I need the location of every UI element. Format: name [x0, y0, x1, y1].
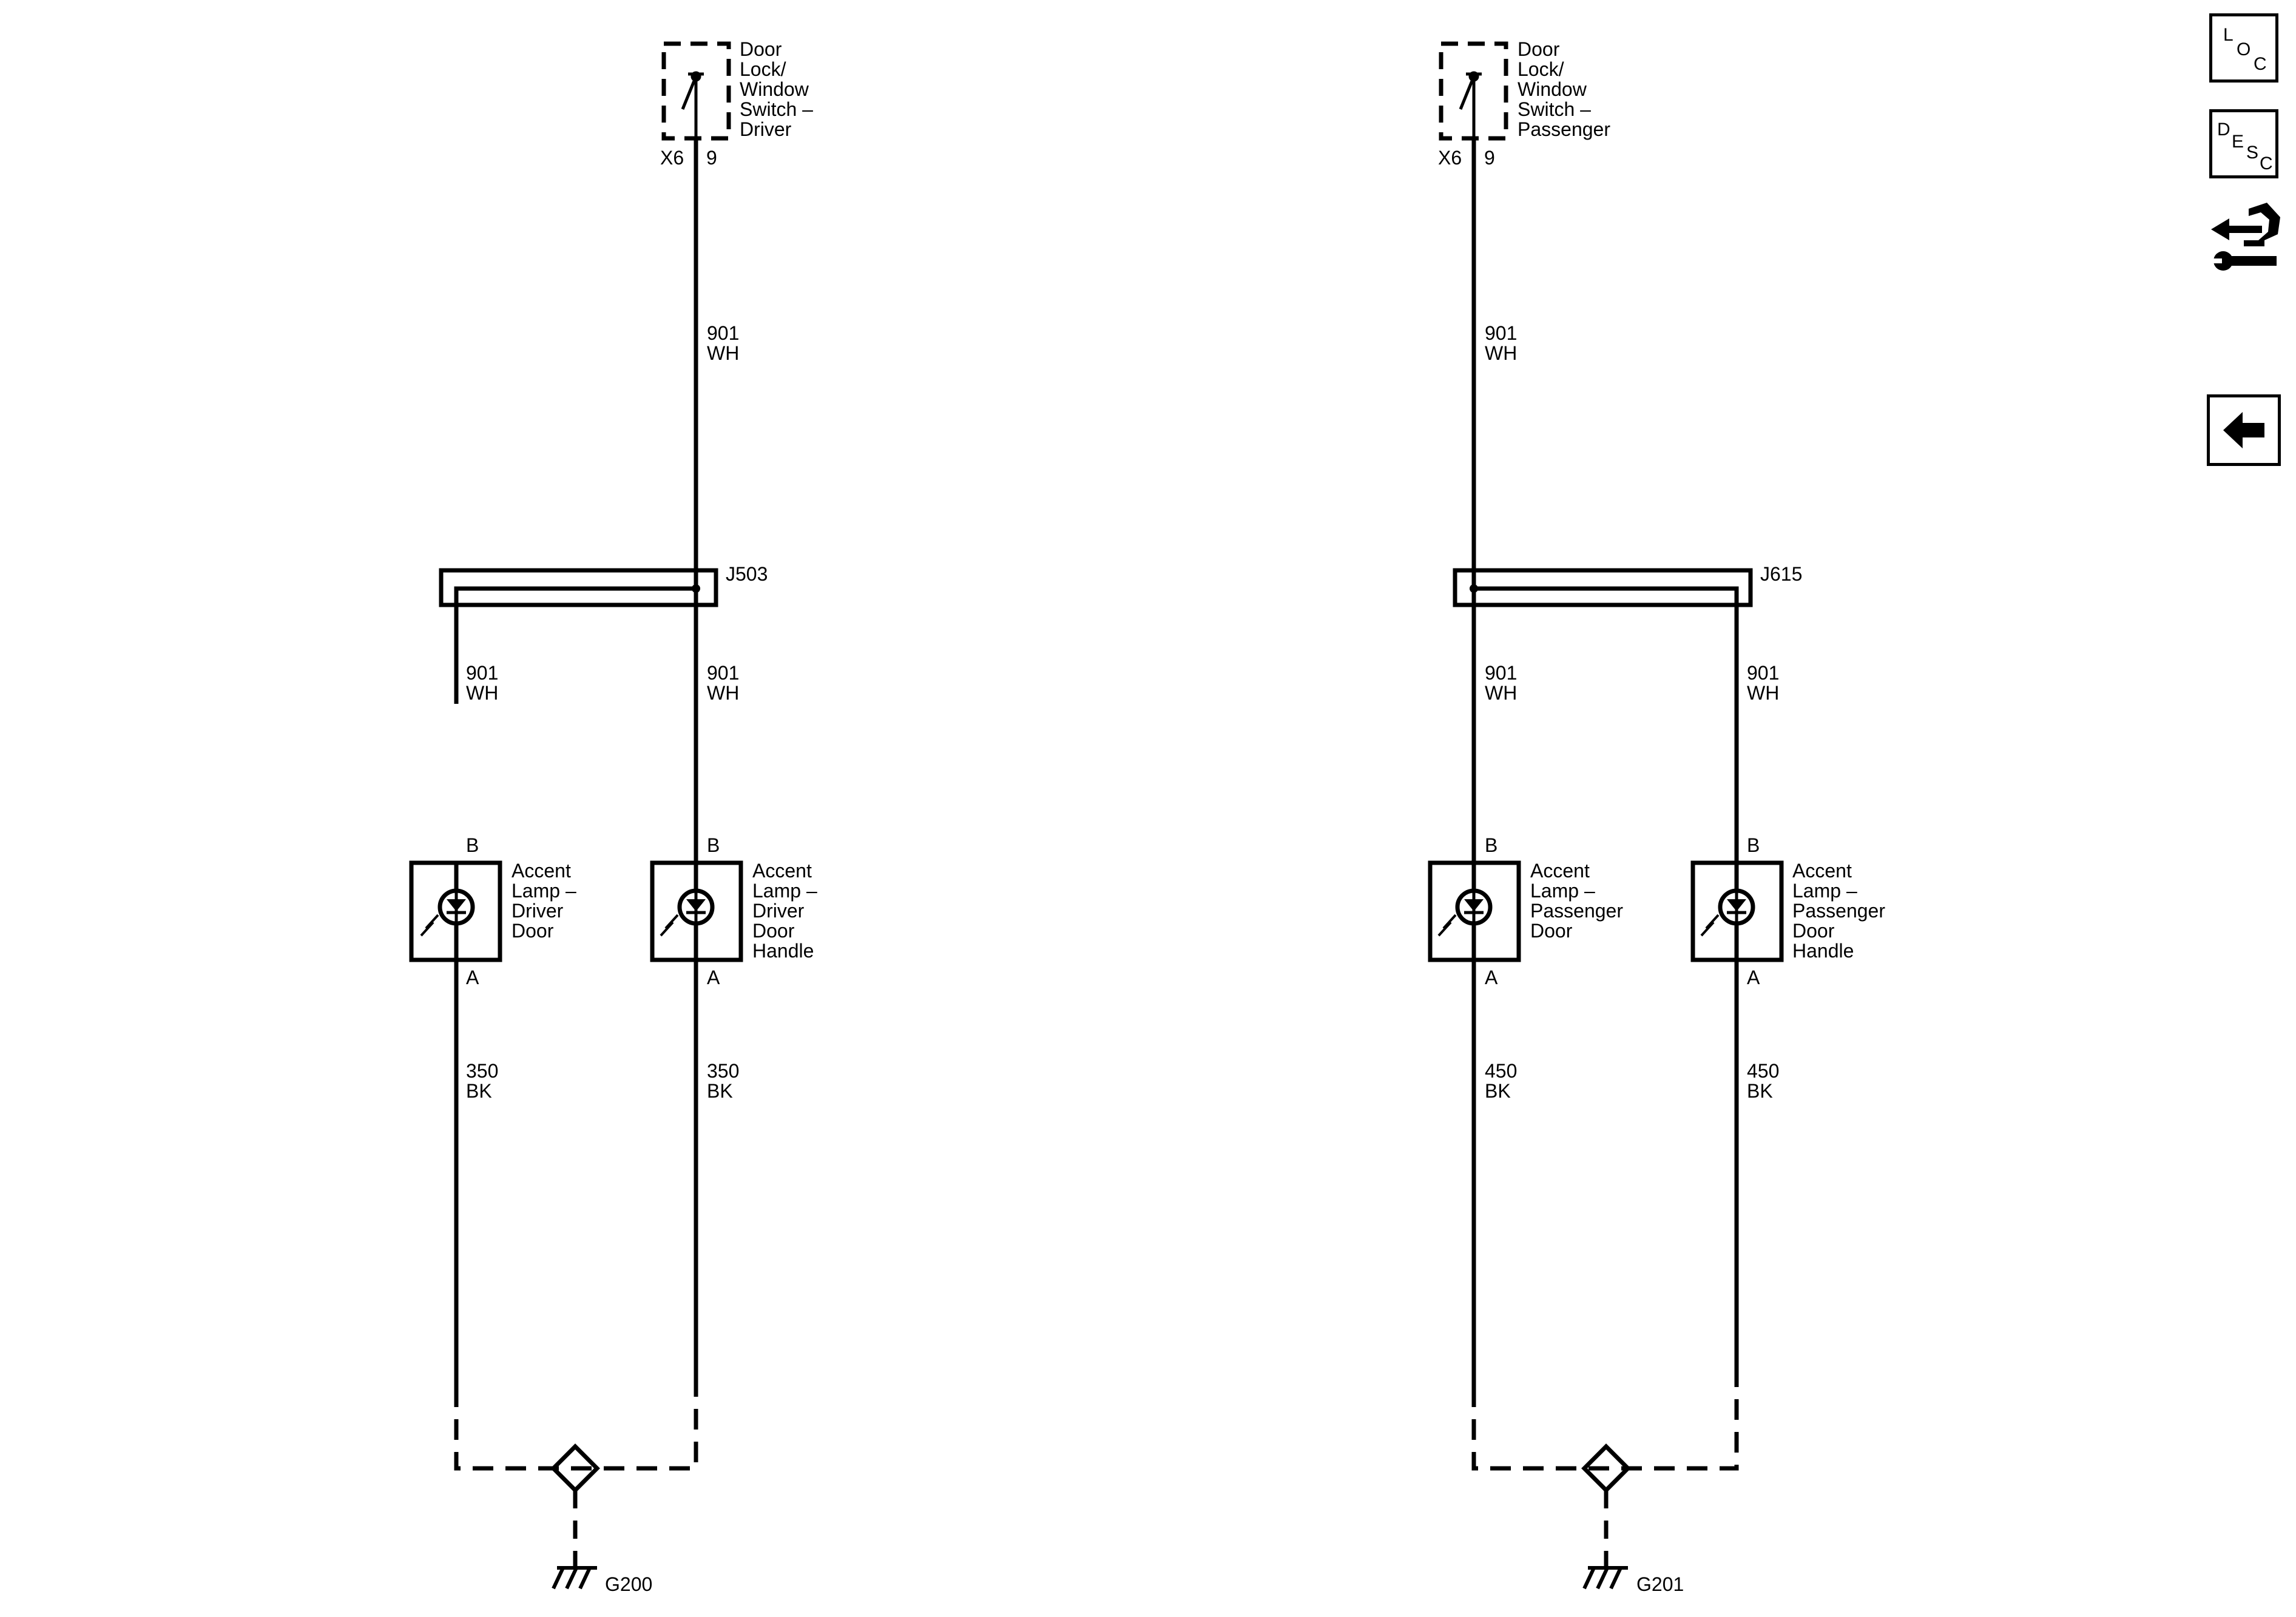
passenger-pin-label: 9	[1484, 147, 1495, 169]
loc-letter-c: C	[2254, 54, 2267, 74]
description-button[interactable]: D E S C	[2209, 109, 2278, 178]
svg-text:Lamp –: Lamp –	[752, 880, 817, 902]
svg-text:Handle: Handle	[752, 940, 814, 962]
svg-text:Door: Door	[740, 38, 782, 60]
passenger-connector-label: X6	[1438, 147, 1462, 169]
desc-letter-e: E	[2232, 132, 2244, 152]
driver-switch-label: Door Lock/ Window Switch – Driver	[740, 38, 813, 140]
svg-text:Window: Window	[1518, 78, 1587, 100]
driver-bus-line	[454, 586, 698, 863]
passenger-ground-dashed	[1471, 1386, 1739, 1471]
svg-text:Lock/: Lock/	[740, 58, 786, 80]
svg-text:Handle: Handle	[1792, 940, 1854, 962]
driver-ground-label: G200	[605, 1573, 652, 1595]
driver-wire-left-circuit: 901	[466, 662, 498, 684]
driver-switch-symbol	[661, 41, 731, 141]
driver-wire-right-circuit: 901	[707, 662, 739, 684]
desc-letter-c: C	[2260, 154, 2273, 174]
driver-ground-left-color: BK	[466, 1080, 492, 1102]
driver-ground-right-circuit: 350	[707, 1060, 739, 1082]
driver-lamp-handle	[650, 860, 743, 962]
svg-text:Lamp –: Lamp –	[1530, 880, 1595, 902]
passenger-lamp-handle-pin-b: B	[1747, 834, 1760, 856]
svg-text:Door: Door	[1530, 920, 1573, 942]
svg-text:Switch –: Switch –	[1518, 98, 1591, 120]
driver-lamp-door-pin-b: B	[466, 834, 479, 856]
driver-wire-right-color: WH	[707, 682, 739, 704]
location-button[interactable]: L O C	[2209, 13, 2278, 83]
driver-ground-symbol	[552, 1566, 597, 1590]
svg-text:Driver: Driver	[740, 118, 792, 140]
passenger-wire-left-circuit: 901	[1485, 662, 1517, 684]
passenger-wire-top-color: WH	[1485, 342, 1517, 364]
driver-lamp-door	[409, 860, 502, 962]
passenger-ground-label: G201	[1636, 1573, 1684, 1595]
driver-pin-label: 9	[706, 147, 717, 169]
driver-splice-pack	[439, 568, 718, 607]
passenger-wire-right-color: WH	[1747, 682, 1779, 704]
svg-text:Driver: Driver	[752, 900, 805, 922]
driver-wire-top-circuit: 901	[707, 322, 739, 344]
passenger-lamp-door	[1428, 860, 1521, 962]
svg-text:Accent: Accent	[1530, 860, 1590, 882]
passenger-bus-line	[1474, 586, 1739, 863]
passenger-ground-left-circuit: 450	[1485, 1060, 1517, 1082]
left-arrow-icon	[2223, 412, 2264, 448]
passenger-switch-label: Door Lock/ Window Switch – Passenger	[1518, 38, 1610, 140]
driver-ground-right-color: BK	[707, 1080, 733, 1102]
svg-text:Accent: Accent	[512, 860, 571, 882]
svg-text:Passenger: Passenger	[1792, 900, 1885, 922]
desc-letter-d: D	[2217, 120, 2230, 140]
driver-wire-left-color: WH	[466, 682, 498, 704]
driver-lamp-door-pin-a: A	[466, 967, 479, 988]
passenger-lamp-handle	[1690, 860, 1784, 962]
driver-lamp-handle-label: Accent Lamp – Driver Door Handle	[752, 860, 817, 962]
passenger-splice-label: J615	[1760, 563, 1802, 585]
svg-text:Lamp –: Lamp –	[1792, 880, 1857, 902]
passenger-lamp-handle-pin-a: A	[1747, 967, 1760, 988]
passenger-lamp-door-label: Accent Lamp – Passenger Door	[1530, 860, 1623, 942]
svg-text:Window: Window	[740, 78, 809, 100]
driver-lamp-door-label: Accent Lamp – Driver Door	[512, 860, 576, 942]
svg-text:Door: Door	[1518, 38, 1560, 60]
driver-lamp-handle-pin-a: A	[707, 967, 720, 988]
driver-wire-top-color: WH	[707, 342, 739, 364]
driver-connector-label: X6	[660, 147, 684, 169]
svg-text:Accent: Accent	[1792, 860, 1852, 882]
connector-wrench-icon[interactable]	[2206, 200, 2285, 279]
driver-splice-label: J503	[726, 563, 768, 585]
driver-ground-left-circuit: 350	[466, 1060, 498, 1082]
driver-ground-dashed	[454, 1386, 698, 1471]
svg-text:Passenger: Passenger	[1518, 118, 1610, 140]
svg-text:Switch –: Switch –	[740, 98, 813, 120]
svg-text:Door: Door	[752, 920, 795, 942]
passenger-ground-symbol	[1582, 1566, 1628, 1590]
passenger-lamp-door-pin-b: B	[1485, 834, 1497, 856]
passenger-lamp-handle-label: Accent Lamp – Passenger Door Handle	[1792, 860, 1885, 962]
loc-letter-l: L	[2223, 25, 2234, 45]
svg-text:Passenger: Passenger	[1530, 900, 1623, 922]
passenger-wire-top-circuit: 901	[1485, 322, 1517, 344]
svg-text:Driver: Driver	[512, 900, 564, 922]
passenger-ground-right-circuit: 450	[1747, 1060, 1779, 1082]
back-button[interactable]	[2207, 394, 2281, 466]
passenger-switch-symbol	[1439, 41, 1508, 141]
svg-text:Lamp –: Lamp –	[512, 880, 576, 902]
passenger-splice-pack	[1453, 568, 1753, 607]
svg-text:Lock/: Lock/	[1518, 58, 1564, 80]
passenger-ground-right-color: BK	[1747, 1080, 1773, 1102]
svg-text:Door: Door	[1792, 920, 1835, 942]
svg-text:Door: Door	[512, 920, 554, 942]
passenger-ground-left-color: BK	[1485, 1080, 1511, 1102]
passenger-wire-right-circuit: 901	[1747, 662, 1779, 684]
passenger-lamp-door-pin-a: A	[1485, 967, 1498, 988]
desc-letter-s: S	[2246, 143, 2259, 163]
passenger-wire-left-color: WH	[1485, 682, 1517, 704]
driver-lamp-handle-pin-b: B	[707, 834, 720, 856]
loc-letter-o: O	[2237, 39, 2251, 59]
svg-text:Accent: Accent	[752, 860, 812, 882]
